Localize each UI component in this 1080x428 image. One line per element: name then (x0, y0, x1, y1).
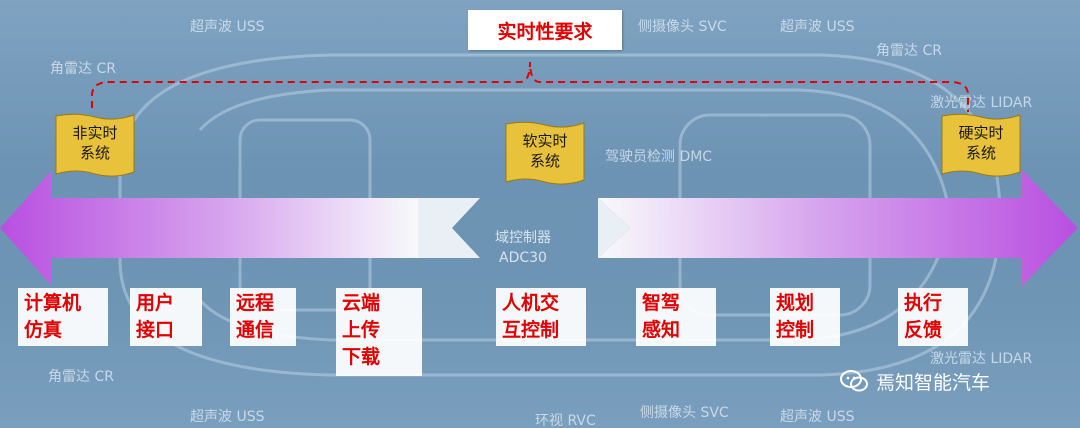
category-line: 反馈 (904, 319, 943, 341)
non-realtime-flag: 非实时系统 (54, 112, 136, 182)
bg-label: 超声波 USS (190, 19, 265, 35)
category-line: 执行 (904, 292, 943, 314)
center-line: 域控制器 (495, 230, 551, 246)
category-intelligent-perception: 智驾 感知 (636, 288, 716, 346)
category-line: 人机交 (502, 292, 560, 314)
category-line: 规划 (776, 292, 815, 314)
category-line: 互控制 (502, 319, 560, 341)
bg-label: 超声波 USS (190, 409, 265, 425)
category-line: 智驾 (642, 292, 681, 314)
watermark: 焉知智能汽车 (840, 366, 990, 396)
bg-label: 激光雷达 LIDAR (930, 95, 1033, 111)
soft-realtime-flag: 软实时系统 (504, 120, 586, 190)
category-hmi-control: 人机交 互控制 (496, 288, 586, 346)
bg-label: 超声波 USS (780, 409, 855, 425)
category-remote-communication: 远程 通信 (230, 288, 296, 346)
realtime-bracket (91, 61, 969, 112)
hard-realtime-flag: 硬实时系统 (940, 112, 1022, 182)
wechat-icon (840, 370, 868, 392)
bg-label: 侧摄像头 SVC (640, 405, 729, 421)
category-user-interface: 用户 接口 (130, 288, 202, 346)
bg-label: 角雷达 CR (48, 369, 114, 385)
flag-line: 非实时 (72, 124, 118, 142)
flag-line: 系统 (965, 144, 996, 162)
flag-line: 软实时 (522, 132, 568, 150)
realtime-requirement-title: 实时性要求 (468, 10, 622, 50)
category-line: 仿真 (24, 319, 63, 341)
category-line: 感知 (642, 319, 681, 341)
bg-label: 激光雷达 LIDAR (930, 351, 1033, 367)
category-line: 远程 (236, 292, 275, 314)
center-arrow (418, 198, 630, 258)
flag-line: 硬实时 (958, 124, 1004, 142)
center-line: ADC30 (499, 250, 547, 266)
category-line: 控制 (776, 319, 815, 341)
left-arrow (0, 170, 418, 286)
bg-label: 环视 RVC (535, 413, 596, 428)
bg-label: 角雷达 CR (876, 43, 942, 59)
flag-line: 系统 (79, 144, 110, 162)
category-line: 云端 (342, 292, 381, 314)
category-line: 接口 (136, 319, 175, 341)
category-line: 通信 (236, 319, 275, 341)
bg-label: 角雷达 CR (50, 61, 116, 77)
category-cloud-upload-download: 云端 上传 下载 (336, 288, 422, 376)
domain-controller-label: 域控制器 ADC30 (458, 228, 588, 268)
category-planning-control: 规划 控制 (770, 288, 840, 346)
category-execution-feedback: 执行 反馈 (898, 288, 968, 346)
right-arrow (598, 170, 1078, 286)
flag-line: 系统 (529, 152, 560, 170)
category-line: 上传 (342, 319, 381, 341)
category-line: 下载 (342, 346, 381, 368)
bg-label: 超声波 USS (780, 19, 855, 35)
watermark-text: 焉知智能汽车 (876, 371, 991, 394)
category-line: 计算机 (24, 292, 82, 314)
bg-label: 侧摄像头 SVC (638, 19, 727, 35)
bg-label: 驾驶员检测 DMC (605, 149, 713, 165)
category-computer-simulation: 计算机 仿真 (18, 288, 108, 346)
category-line: 用户 (136, 292, 175, 314)
